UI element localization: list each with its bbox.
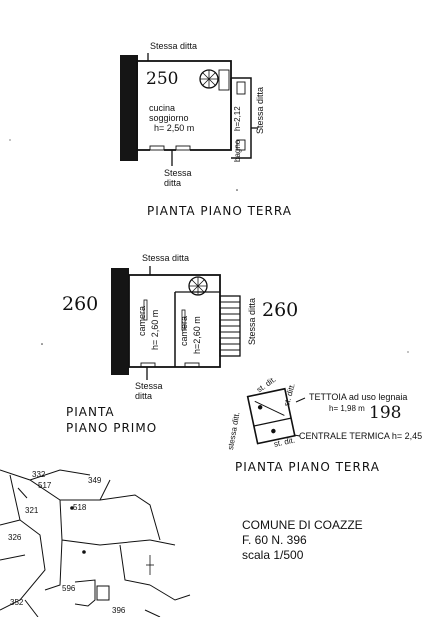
gf-height-mark: 250 [146, 69, 179, 89]
gf-room-label-2: soggiorno [149, 113, 189, 123]
parcel-326: 326 [8, 533, 22, 542]
outbuilding-dot [271, 428, 276, 434]
parcel-321: 321 [25, 506, 39, 515]
ff-neighbor-top: Stessa ditta [142, 253, 190, 263]
gf-neighbor-right: Stessa ditta [255, 86, 265, 134]
ground-floor-stove [218, 69, 230, 91]
tettoia-leader [295, 397, 306, 403]
gf-neighbor-bottom-2: ditta [164, 178, 182, 188]
parcel-349: 349 [88, 476, 102, 485]
stair-spoke [191, 279, 205, 293]
ff-room1-height: h= 2,60 m [150, 309, 160, 350]
gf-neighbor-top: Stessa ditta [150, 41, 198, 51]
first-floor-window-2 [181, 309, 186, 331]
ff-height-mark-right: 260 [262, 299, 299, 321]
parcel-396: 396 [112, 606, 126, 615]
ff-neighbor-bottom-2: ditta [135, 391, 153, 401]
ground-floor-plan [120, 53, 258, 166]
ground-floor-sill [149, 145, 165, 151]
balcony-rungs [220, 301, 240, 351]
outbuilding-plan [246, 387, 296, 445]
cadastral-scala: scala 1/500 [242, 548, 304, 562]
gf-bath-height: h=2,12 [233, 106, 242, 131]
ff-neighbor-right: Stessa ditta [247, 297, 257, 345]
first-floor-sill-2 [184, 362, 200, 368]
outbuilding-diagonal [254, 400, 285, 416]
cadastral-foglio: F. 60 N. 396 [242, 533, 307, 547]
gf-room-height: h= 2,50 m [154, 123, 195, 133]
ob-height-mark: 198 [369, 403, 402, 423]
outbuilding-dot-2 [257, 405, 263, 410]
parcel-517: 517 [38, 481, 52, 490]
stair-spoke [202, 72, 216, 86]
cadastral-comune: COMUNE DI COAZZE [242, 518, 363, 532]
gf-room-label-1: cucina [149, 103, 176, 113]
outbuilding-outline [246, 387, 296, 445]
centrale-leader [293, 434, 301, 437]
gf-bath-label: bagno [233, 139, 242, 162]
ob-tettoia-label: TETTOIA ad uso legnaia [309, 392, 408, 402]
bath-fixture-2 [236, 139, 246, 151]
ground-floor-bath-outline [231, 77, 252, 159]
parcel-332: 332 [32, 470, 46, 479]
cadastral-map [0, 469, 191, 617]
first-floor-sill [140, 362, 156, 368]
ff-room2-height: h=2,60 m [192, 316, 202, 354]
first-floor-plan [111, 266, 241, 380]
parcel-352: 352 [10, 598, 24, 607]
ob-title: PIANTA PIANO TERRA [235, 460, 380, 474]
ff-room1-label: camera [137, 305, 147, 336]
bath-fixture [236, 81, 246, 95]
ff-title-line2: PIANO PRIMO [66, 421, 158, 435]
scan-noise [9, 139, 409, 353]
ob-centrale-label: CENTRALE TERMICA h= 2,45 [299, 431, 423, 441]
ff-height-mark-left: 260 [62, 293, 99, 315]
parcel-518: 518 [73, 503, 87, 512]
gf-neighbor-bottom-1: Stessa [164, 168, 192, 178]
first-floor-window-1 [143, 299, 148, 321]
ff-neighbor-bottom-1: Stessa [135, 381, 163, 391]
ob-tettoia-height: h= 1,98 m [329, 404, 365, 413]
ff-title-line1: PIANTA [66, 405, 115, 419]
parcel-596: 596 [62, 584, 76, 593]
gf-title: PIANTA PIANO TERRA [147, 204, 292, 218]
first-floor-wall-hatch [111, 268, 129, 375]
ground-floor-wall-hatch [120, 55, 138, 161]
outbuilding-partition [253, 417, 292, 427]
ground-floor-sill-2 [175, 145, 191, 151]
ff-room2-label: camera [179, 315, 189, 346]
